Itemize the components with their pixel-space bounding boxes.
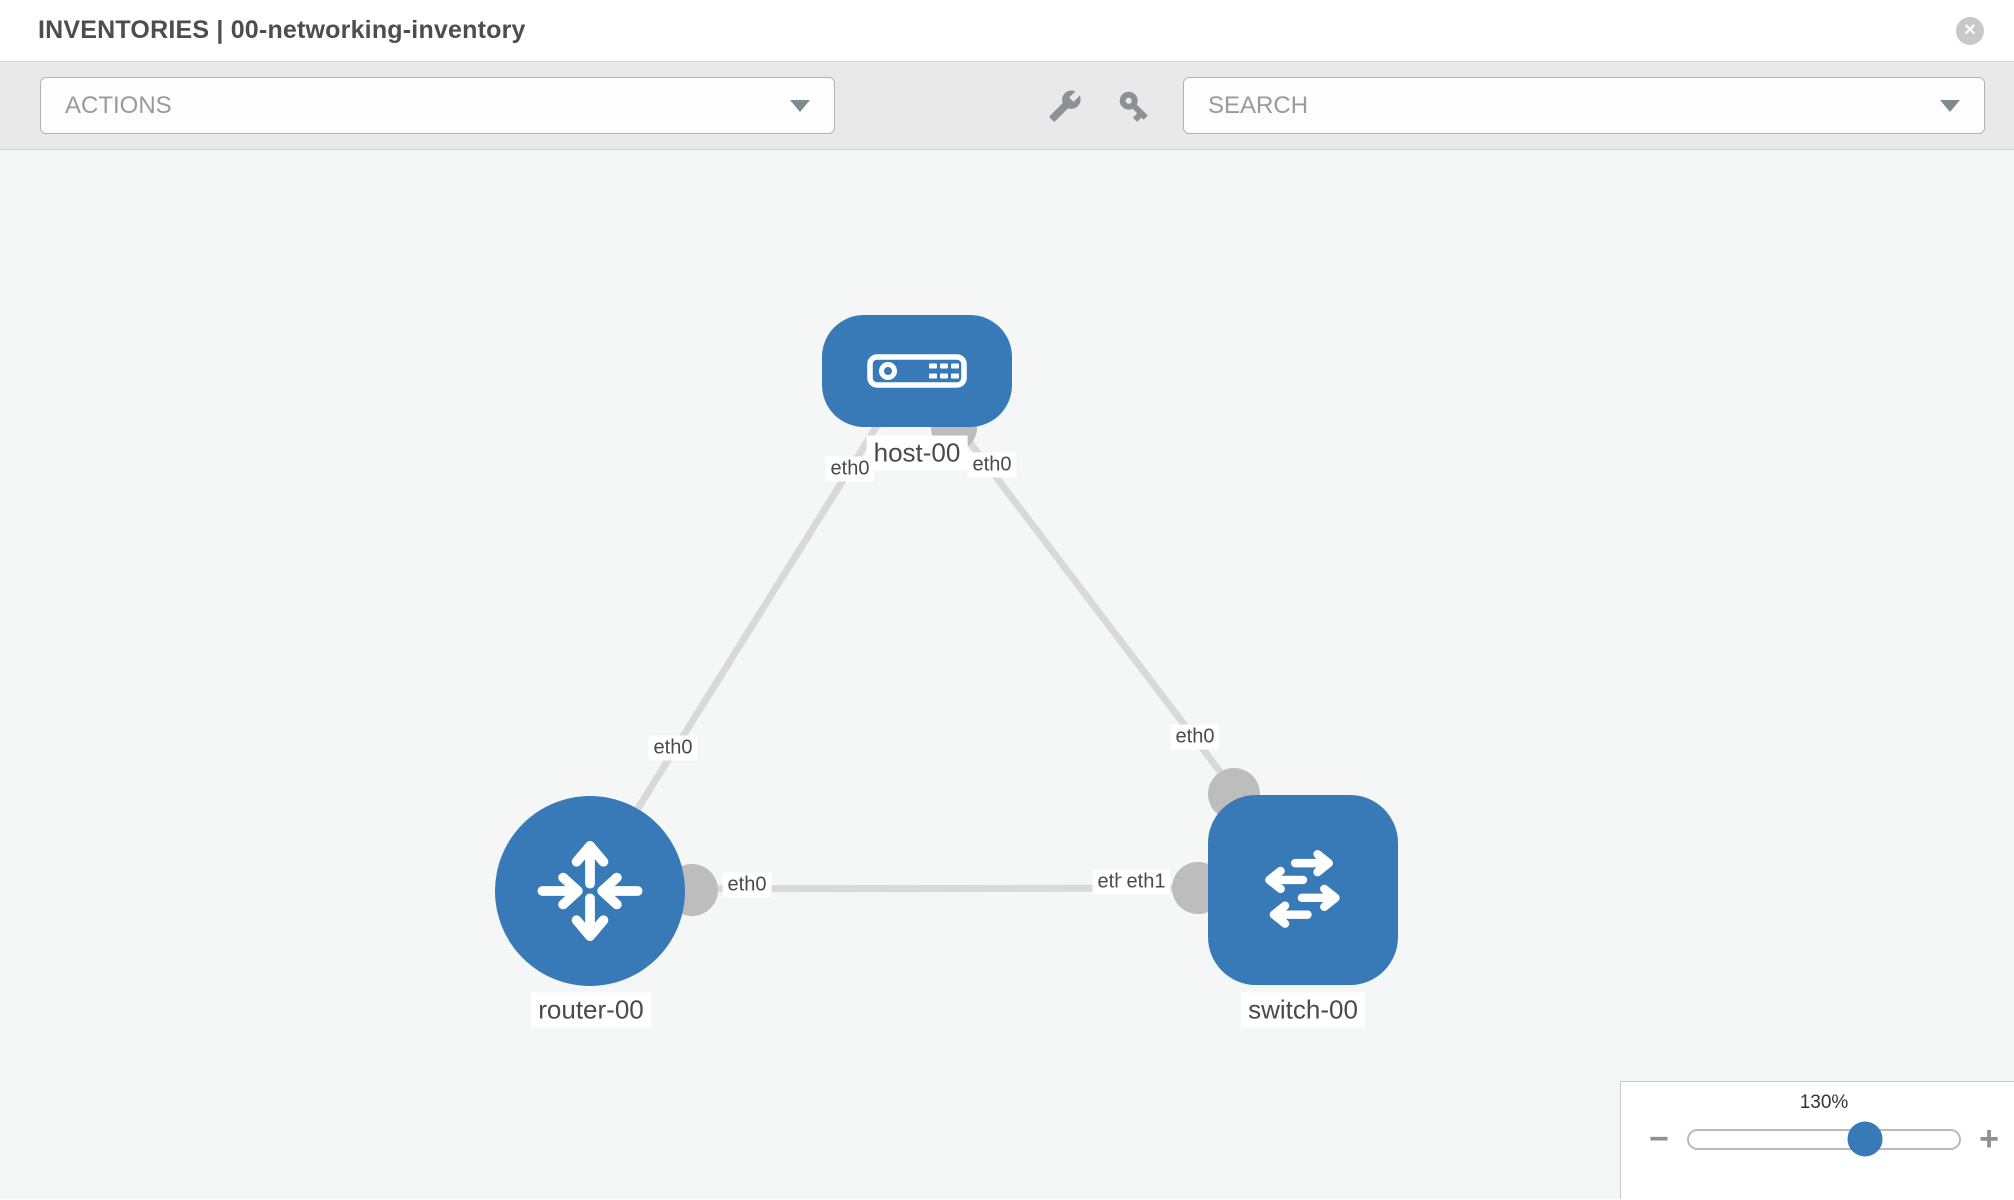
interface-label: eth1 xyxy=(1121,869,1171,895)
interface-label: eth0 xyxy=(825,456,875,482)
host-icon xyxy=(867,354,967,388)
interface-label: eth0 xyxy=(648,735,698,761)
interface-label: eth0 xyxy=(967,452,1017,478)
link-layer xyxy=(582,405,1260,916)
search-dropdown-label: SEARCH xyxy=(1208,91,1309,119)
node-router-00[interactable] xyxy=(495,796,685,986)
interface-label: eth0 xyxy=(722,872,772,898)
chevron-down-icon xyxy=(790,99,810,112)
wrench-icon[interactable] xyxy=(1048,89,1082,123)
topology-canvas[interactable]: host-00 router-00 switch-00 eth0 eth0 eth0 eth… xyxy=(0,150,2014,1199)
actions-dropdown[interactable]: ACTIONS xyxy=(40,77,835,134)
actions-dropdown-label: ACTIONS xyxy=(65,91,172,119)
zoom-out-button[interactable]: − xyxy=(1649,1120,1669,1158)
zoom-level: 130% xyxy=(1799,1092,1849,1113)
chevron-down-icon xyxy=(1940,99,1960,112)
switch-icon xyxy=(1265,849,1340,928)
key-icon[interactable] xyxy=(1116,88,1152,124)
page-title: INVENTORIES | 00-networking-inventory xyxy=(38,16,526,44)
node-label-router-00: router-00 xyxy=(531,992,651,1028)
close-button[interactable]: ✕ xyxy=(1956,16,1984,45)
node-label-host-00: host-00 xyxy=(866,435,968,471)
zoom-in-button[interactable]: + xyxy=(1979,1120,1999,1158)
interface-label: eth0 xyxy=(1170,724,1220,750)
node-switch-00[interactable] xyxy=(1208,795,1398,985)
router-icon xyxy=(537,840,643,942)
zoom-slider[interactable] xyxy=(1686,1121,1962,1157)
search-dropdown[interactable]: SEARCH xyxy=(1183,77,1985,134)
toolbar-tools xyxy=(1048,88,1152,124)
zoom-slider-handle[interactable] xyxy=(1847,1121,1883,1157)
node-label-switch-00: switch-00 xyxy=(1241,992,1365,1028)
node-host-00[interactable] xyxy=(822,315,1012,427)
close-icon: ✕ xyxy=(1963,21,1977,39)
header: INVENTORIES | 00-networking-inventory ✕ xyxy=(0,0,2014,62)
zoom-panel: 130% − + xyxy=(1620,1081,2014,1199)
toolbar: ACTIONS SEARCH xyxy=(0,62,2014,150)
